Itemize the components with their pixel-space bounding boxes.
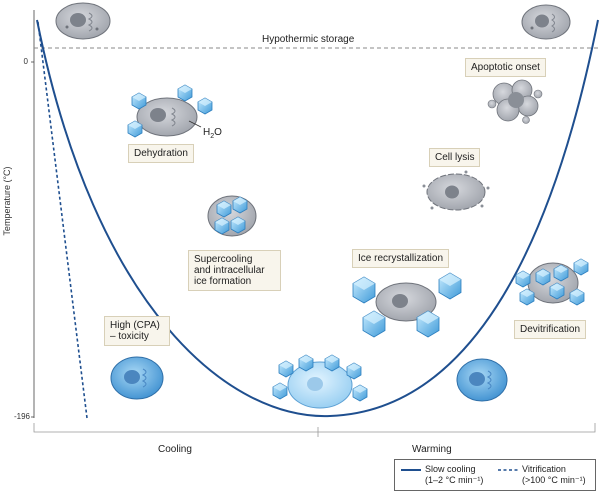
devitrified-cell-icon <box>515 258 589 306</box>
legend: Slow cooling (1–2 °C min⁻¹) Vitrificatio… <box>394 459 596 491</box>
y-axis-label: Temperature (°C) <box>2 166 12 236</box>
normal-cell-end-icon <box>521 4 571 40</box>
warmed-cell-icon <box>456 358 508 402</box>
cooling-phase-label: Cooling <box>158 444 192 455</box>
vitrification-curve <box>37 21 88 419</box>
apoptotic-cell-icon <box>487 79 543 124</box>
devitrification-label: Devitrification <box>514 320 587 339</box>
supercooled-cell-icon <box>207 195 257 237</box>
cpa-toxic-cell-icon <box>110 356 164 400</box>
dehydrated-cell-icon <box>127 84 213 138</box>
recrystallization-cell-icon <box>352 272 462 338</box>
phase-bracket <box>33 423 596 433</box>
legend-slow-label: Slow cooling (1–2 °C min⁻¹) <box>425 464 484 485</box>
dehydration-label: Dehydration <box>128 144 194 163</box>
toxicity-label: High (CPA) – toxicity <box>104 316 170 346</box>
cell-lysis-label: Cell lysis <box>429 148 481 167</box>
normal-cell-start-icon <box>55 2 111 40</box>
ice-recrystallization-label: Ice recrystallization <box>352 249 450 268</box>
slow-cooling-curve <box>36 19 599 418</box>
hypothermic-storage-label: Hypothermic storage <box>262 34 355 45</box>
legend-vitrification-label: Vitrification (>100 °C min⁻¹) <box>522 464 586 485</box>
water-label: H2O <box>203 127 222 140</box>
apoptotic-onset-label: Apoptotic onset <box>465 58 546 77</box>
frozen-cell-icon <box>272 354 368 409</box>
legend-swatches <box>401 469 518 471</box>
y-tick-label-minus196: -196 <box>13 412 30 421</box>
lysed-cell-icon <box>422 170 490 211</box>
warming-phase-label: Warming <box>412 444 452 455</box>
y-tick-label-0: 0 <box>23 57 28 66</box>
supercooling-label: Supercooling and intracellular ice forma… <box>188 250 281 291</box>
